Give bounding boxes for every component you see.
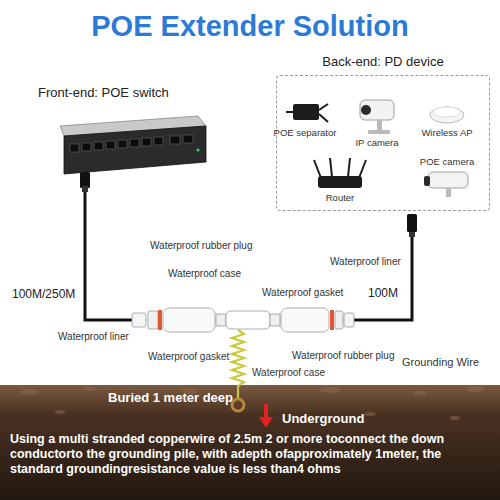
cable-length: 100M: [368, 287, 398, 301]
grounding-note: Using a multi stranded copperwire of 2.5…: [10, 432, 490, 477]
ip-camera-icon: [360, 100, 394, 134]
device-heading: Front-end: POE switch: [38, 86, 169, 101]
network-cable: [80, 172, 417, 320]
title: POE Extender Solution: [0, 10, 500, 43]
part-name: Waterproof gasket: [148, 351, 229, 363]
part-name: Waterproof liner: [58, 331, 129, 343]
soil-stones: [21, 386, 484, 420]
device-name: POE separator: [274, 128, 337, 139]
poe-extender-assembly: [132, 308, 354, 332]
device-name: IP camera: [355, 138, 398, 149]
router-icon: [314, 158, 366, 188]
cable-length: 100M/250M: [12, 288, 75, 302]
part-name: Waterproof case: [168, 268, 241, 280]
ring-terminal: [232, 399, 244, 411]
group-heading: Back-end: PD device: [277, 54, 489, 69]
part-name: Waterproof liner: [330, 256, 401, 268]
depth-arrow: [259, 404, 273, 428]
part-name: Grounding Wire: [402, 356, 479, 369]
depth-note: Underground: [282, 412, 364, 427]
grounding-wire-coil: [232, 330, 244, 398]
device-name: POE camera: [420, 157, 474, 168]
device-name: Router: [326, 193, 355, 204]
poe-camera-icon: [424, 172, 468, 197]
poe-separator-icon: [286, 104, 328, 122]
part-name: Waterproof case: [252, 367, 325, 379]
part-name: Waterproof gasket: [262, 287, 343, 299]
device-name: Wireless AP: [421, 128, 472, 139]
depth-note: Buried 1 meter deep: [108, 391, 233, 406]
part-name: Waterproof rubber plug: [292, 350, 394, 362]
poe-switch: [60, 116, 206, 174]
wireless-ap-icon: [430, 107, 464, 123]
soil-ground: [0, 385, 500, 500]
part-name: Waterproof rubber plug: [150, 240, 252, 252]
